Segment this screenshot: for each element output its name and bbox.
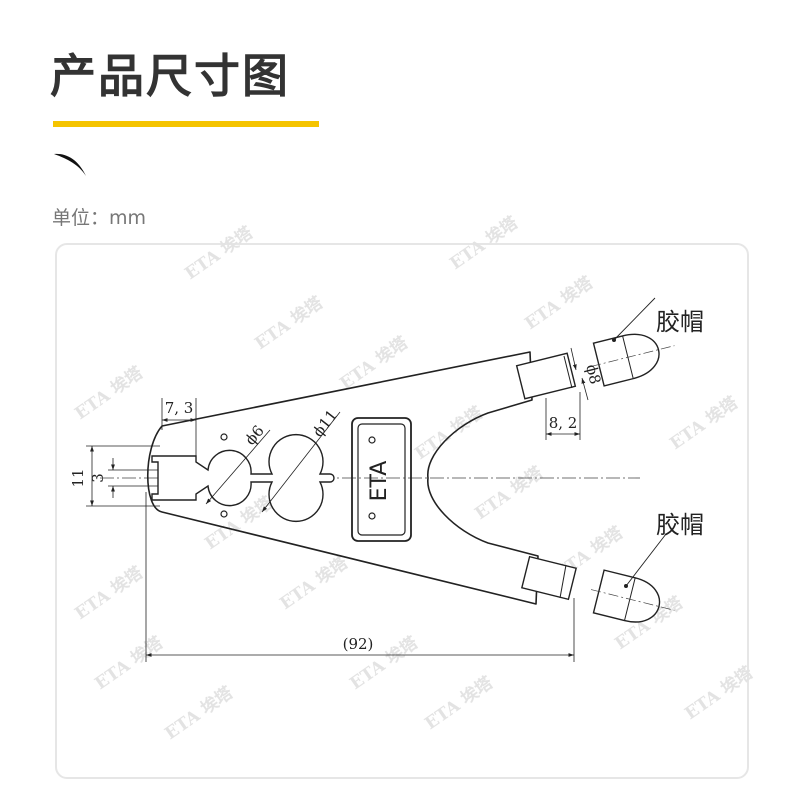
callout-cap-bottom: 胶帽 xyxy=(656,511,704,539)
watermark: ETA 埃塔 xyxy=(411,402,488,464)
rivet-hole xyxy=(220,510,228,518)
watermark: ETA 埃塔 xyxy=(336,332,413,394)
nameplate-outer xyxy=(351,417,412,542)
dim-tip-diameter: ϕ8 xyxy=(582,363,604,387)
watermark: ETA 埃塔 xyxy=(251,292,328,354)
watermark: ETA 埃塔 xyxy=(91,632,168,694)
tip-top xyxy=(515,352,577,400)
dim-hole-large: ϕ11 xyxy=(309,406,341,440)
dim-overall-length: (92) xyxy=(343,635,374,653)
clip-body xyxy=(147,351,539,605)
rivet-hole xyxy=(368,512,376,520)
cap-top xyxy=(590,333,675,387)
watermark: ETA 埃塔 xyxy=(181,222,258,284)
tip-bottom xyxy=(520,555,578,601)
rivet-hole xyxy=(220,433,228,441)
leader-line xyxy=(625,533,667,587)
rivet-hole xyxy=(368,436,376,444)
dim-hole-small: ϕ6 xyxy=(241,422,268,449)
leader-line xyxy=(613,297,656,341)
tip-top-edge xyxy=(563,355,573,389)
cap-bottom xyxy=(590,569,675,623)
dim-height-inner: 3 xyxy=(89,473,107,483)
watermark: ETA 埃塔 xyxy=(421,672,498,734)
nameplate-inner xyxy=(357,423,406,536)
watermark: ETA 埃塔 xyxy=(71,562,148,624)
tip-bottom-edge xyxy=(559,564,567,599)
nameplate-label: ETA xyxy=(367,461,392,502)
callout-cap-top: 胶帽 xyxy=(656,308,704,336)
dim-jaw-width: 7, 3 xyxy=(165,399,194,417)
dim-tip-length: 8, 2 xyxy=(549,414,578,432)
watermark: ETA 埃塔 xyxy=(666,392,743,454)
drawing-panel xyxy=(55,243,749,779)
page-title: 产品尺寸图 xyxy=(50,49,290,103)
dim-height-outer: 11 xyxy=(69,468,87,487)
watermark: ETA 埃塔 xyxy=(446,212,523,274)
watermark: ETA 埃塔 xyxy=(521,272,598,334)
watermark: ETA 埃塔 xyxy=(276,552,353,614)
unit-label: 单位：mm xyxy=(52,207,147,229)
keyhole-slot xyxy=(151,433,335,523)
watermark: ETA 埃塔 xyxy=(681,662,758,724)
swoosh-icon xyxy=(54,153,86,176)
watermark: ETA 埃塔 xyxy=(161,682,238,744)
watermark: ETA 埃塔 xyxy=(471,462,548,524)
title-underline xyxy=(53,121,319,127)
watermark: ETA 埃塔 xyxy=(71,362,148,424)
